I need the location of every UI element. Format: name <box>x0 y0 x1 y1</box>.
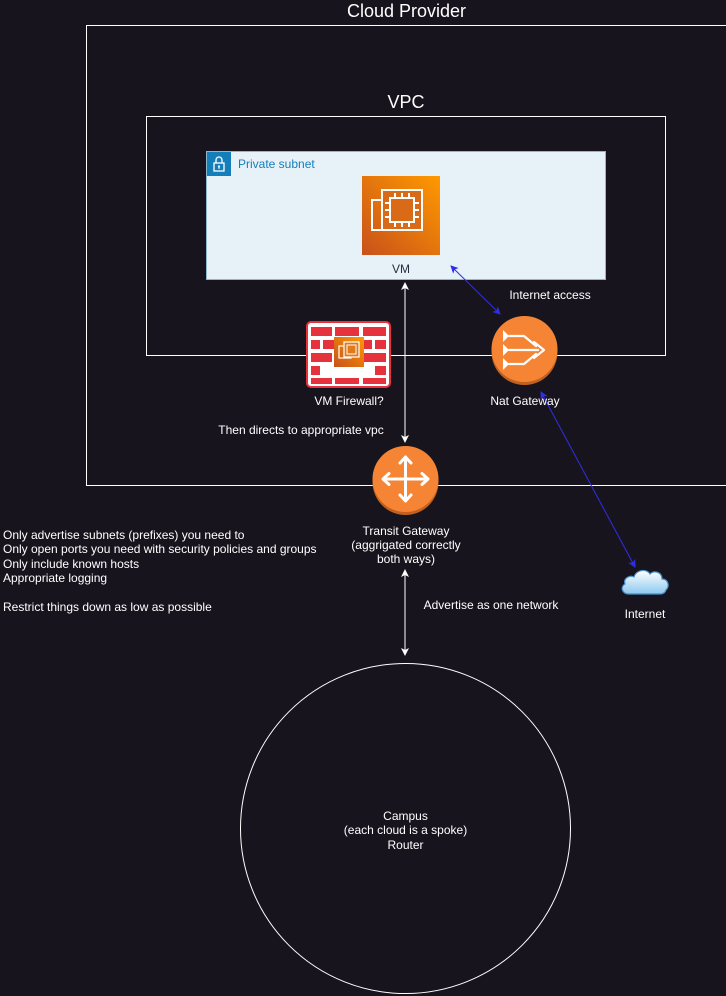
advertise-label: Advertise as one network <box>423 598 559 612</box>
nat-gateway-label: Nat Gateway <box>490 394 560 408</box>
firewall-icon <box>306 321 391 388</box>
campus-label: Campus (each cloud is a spoke) Router <box>343 809 468 852</box>
ec2-instance-icon <box>362 176 440 255</box>
best-practices-notes: Only advertise subnets (prefixes) you ne… <box>3 528 317 615</box>
nat-gateway-icon <box>490 316 559 385</box>
internet-access-label: Internet access <box>509 288 591 302</box>
private-subnet-group: Private subnet <box>206 151 606 280</box>
internet-label: Internet <box>624 607 666 621</box>
vpc-title: VPC <box>387 92 425 112</box>
cloud-icon <box>619 564 671 598</box>
nat-to-internet-link <box>540 391 636 568</box>
campus-circle <box>240 663 571 994</box>
private-subnet-label: Private subnet <box>238 157 315 171</box>
lock-icon <box>207 152 231 176</box>
transit-gateway-label: Transit Gateway (aggrigated correctly bo… <box>351 524 461 566</box>
vm-to-nat-link <box>450 265 501 315</box>
transit-gateway-icon <box>371 446 440 515</box>
then-directs-label: Then directs to appropriate vpc <box>218 423 384 437</box>
vm-firewall-label: VM Firewall? <box>314 394 384 408</box>
cloud-provider-title: Cloud Provider <box>346 1 467 21</box>
vm-label: VM <box>392 262 410 276</box>
